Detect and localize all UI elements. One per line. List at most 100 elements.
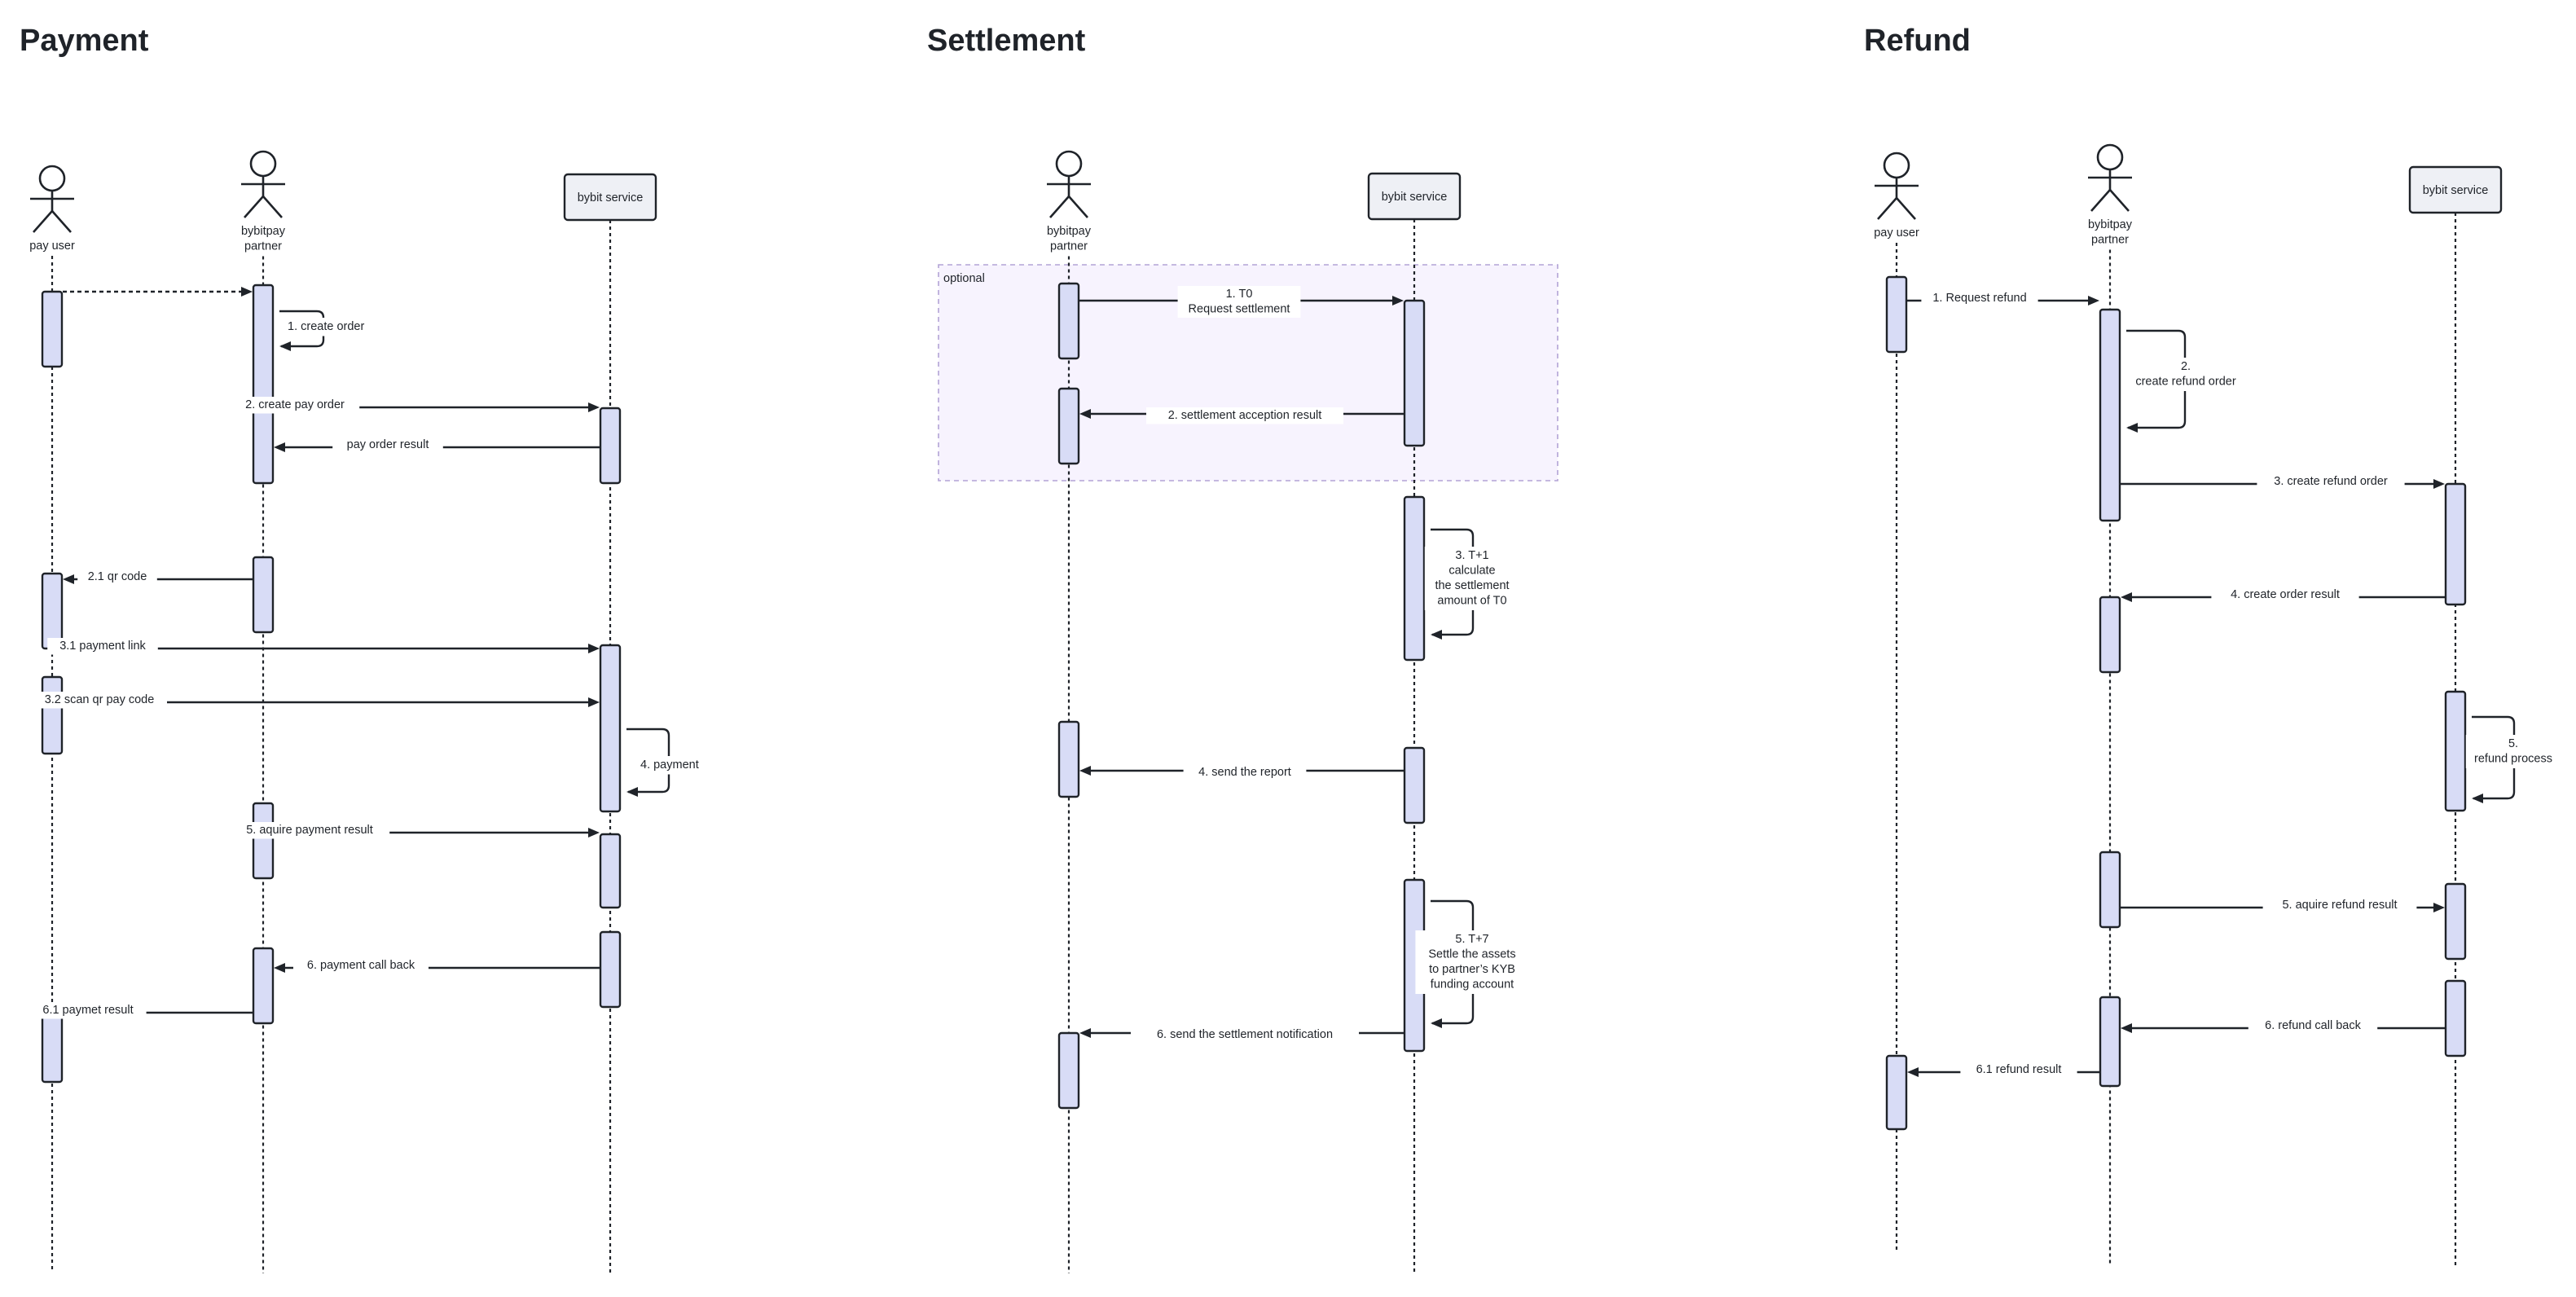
- participant-s_service: bybit service: [1367, 172, 1462, 1273]
- message-arrow: 1. create order: [279, 310, 385, 351]
- activation-bar: [2099, 308, 2121, 522]
- message-arrow: [63, 287, 253, 297]
- activation-bar: [2444, 979, 2467, 1057]
- message-label: 3.1 payment link: [59, 640, 146, 653]
- payment-title: Payment: [20, 24, 149, 58]
- participant-label: bybit service: [578, 191, 644, 204]
- message-label: 6. refund call back: [2265, 1019, 2361, 1032]
- message-label-bg: [637, 756, 707, 775]
- message-label-bg: [77, 569, 157, 586]
- activation-bar: [1057, 1031, 1080, 1110]
- message-label: 6.1 paymet result: [42, 1004, 133, 1017]
- message-label-bg: [1415, 930, 1529, 994]
- message-label-bg: [2257, 473, 2405, 490]
- message-arrow: 5. aquire refund result: [2121, 897, 2445, 914]
- activation-bar: [1057, 387, 1080, 465]
- message-arrow: 3.2 scan qr pay code: [32, 692, 600, 709]
- message-label: 2. settlement acception result: [1168, 409, 1322, 422]
- message-label-bg: [332, 437, 443, 454]
- r_partner-figure-icon: [2088, 143, 2132, 212]
- participant-label: bybit service: [2423, 184, 2489, 197]
- message-label: 6.1 refund result: [1976, 1063, 2062, 1076]
- message-arrow: 6. send the settlement notification: [1079, 1027, 1404, 1044]
- activation-bar: [599, 644, 622, 813]
- message-arrow: 5.refund process: [2465, 715, 2561, 803]
- message-label-bg: [2248, 1018, 2378, 1035]
- activation-bar: [599, 930, 622, 1009]
- message-arrow: 5. aquire payment result: [229, 822, 600, 839]
- participant-p_service: bybit service: [563, 173, 657, 1273]
- activation-bar: [599, 407, 622, 485]
- message-arrow: pay order result: [274, 437, 600, 454]
- s_partner-figure-icon: [1047, 150, 1091, 218]
- activation-bar: [1885, 275, 1908, 354]
- settlement-frame-label: optional: [943, 272, 985, 285]
- message-arrow: 3. create refund order: [2121, 473, 2445, 490]
- message-label: 2. create pay order: [245, 398, 345, 411]
- message-label-bg: [1424, 547, 1520, 610]
- message-arrow: 2. settlement acception result: [1079, 407, 1404, 424]
- message-arrow: 2.1 qr code: [63, 569, 253, 586]
- refund-title: Refund: [1864, 24, 1971, 58]
- activation-bar: [1403, 299, 1426, 447]
- message-arrow: 2. create pay order: [230, 397, 600, 414]
- message-label: pay order result: [347, 438, 429, 451]
- message-label: 1. Request refund: [1932, 292, 2026, 305]
- settlement-title: Settlement: [927, 24, 1086, 58]
- message-label-bg: [1921, 290, 2038, 307]
- p_partner-figure-icon: [241, 150, 285, 218]
- message-label: 2.create refund order: [2135, 360, 2235, 389]
- participant-p_user: pay user: [29, 165, 75, 1269]
- message-label-bg: [32, 692, 167, 709]
- message-label: 6. send the settlement notification: [1157, 1028, 1333, 1041]
- message-arrow: 6. payment call back: [274, 957, 600, 974]
- message-label-bg: [1177, 286, 1301, 318]
- message-arrow: 6.1 refund result: [1907, 1062, 2099, 1079]
- message-arrow: 4. create order result: [2121, 587, 2445, 604]
- activation-bar: [41, 572, 64, 650]
- activation-bar: [41, 290, 64, 368]
- message-label-bg: [293, 957, 429, 974]
- message-label-bg: [2122, 358, 2249, 391]
- activation-bar: [2099, 996, 2121, 1088]
- participant-label: pay user: [29, 240, 75, 253]
- activation-bar: [599, 833, 622, 909]
- message-label-bg: [1183, 764, 1307, 781]
- message-arrow: 3.1 payment link: [47, 638, 600, 655]
- activation-bar: [41, 675, 64, 755]
- message-arrow: 4. send the report: [1079, 764, 1404, 781]
- activation-bar: [1057, 720, 1080, 798]
- message-label: 4. create order result: [2231, 588, 2340, 601]
- message-label-bg: [1960, 1062, 2077, 1079]
- activation-bar: [2099, 851, 2121, 929]
- message-label-bg: [230, 397, 360, 414]
- participant-r_service: bybit service: [2408, 165, 2503, 1265]
- message-arrow: 4. payment: [626, 728, 707, 797]
- message-label: 3.2 scan qr pay code: [45, 693, 155, 706]
- participant-label: bybit service: [1382, 191, 1448, 204]
- message-label-bg: [229, 822, 390, 839]
- activation-bar: [252, 284, 275, 485]
- participant-label: pay user: [1874, 226, 1919, 240]
- message-arrow: 2.create refund order: [2122, 329, 2249, 433]
- message-label-bg: [2211, 587, 2359, 604]
- message-label: 3. create refund order: [2274, 475, 2388, 488]
- activation-bar: [252, 802, 275, 880]
- message-label: 4. payment: [640, 758, 699, 772]
- message-label: 5. aquire payment result: [246, 824, 373, 837]
- activation-bar: [1057, 282, 1080, 360]
- message-label-bg: [2262, 897, 2417, 914]
